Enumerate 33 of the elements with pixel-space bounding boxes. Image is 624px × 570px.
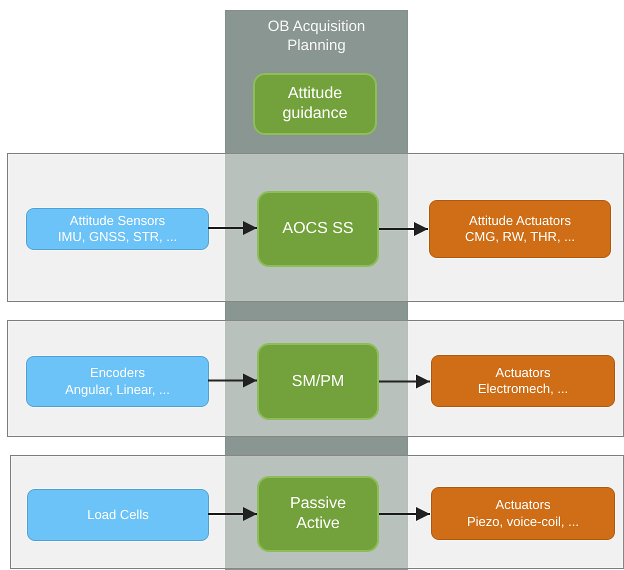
process-box xyxy=(253,73,377,135)
arrow xyxy=(208,374,257,388)
box-heading: Actuators xyxy=(496,364,550,381)
arrow xyxy=(379,374,430,388)
actuator-box xyxy=(429,200,611,258)
box-text: Load Cells xyxy=(87,506,149,524)
actuator-box xyxy=(431,355,615,407)
box-text: Electromech, ... xyxy=(478,381,568,398)
process-box xyxy=(257,476,379,552)
arrow xyxy=(208,507,257,521)
arrow xyxy=(379,222,428,236)
box-text: IMU, GNSS, STR, ... xyxy=(58,229,178,246)
arrow xyxy=(379,507,430,521)
process-box xyxy=(257,191,379,267)
column-title: OB Acquisition Planning xyxy=(266,18,366,56)
sensor-box xyxy=(26,208,209,250)
box-heading: Encoders xyxy=(90,365,145,382)
box-text: Angular, Linear, ... xyxy=(65,382,170,398)
arrow xyxy=(208,221,257,235)
actuator-box xyxy=(431,487,615,540)
sensor-box xyxy=(26,356,209,407)
box-text: SM/PM xyxy=(292,372,344,392)
box-text: Passive Active xyxy=(288,494,348,534)
sensor-box xyxy=(27,489,209,541)
box-heading: Attitude Sensors xyxy=(70,212,166,229)
box-text: CMG, RW, THR, ... xyxy=(464,229,576,246)
band-panel xyxy=(7,153,624,302)
process-box xyxy=(257,343,379,420)
box-heading: Attitude Actuators xyxy=(469,212,571,229)
box-text: AOCS SS xyxy=(282,219,354,239)
box-heading: Actuators xyxy=(496,497,550,514)
box-text: Piezo, voice-coil, ... xyxy=(467,514,579,530)
box-text: Attitude guidance xyxy=(282,84,348,124)
